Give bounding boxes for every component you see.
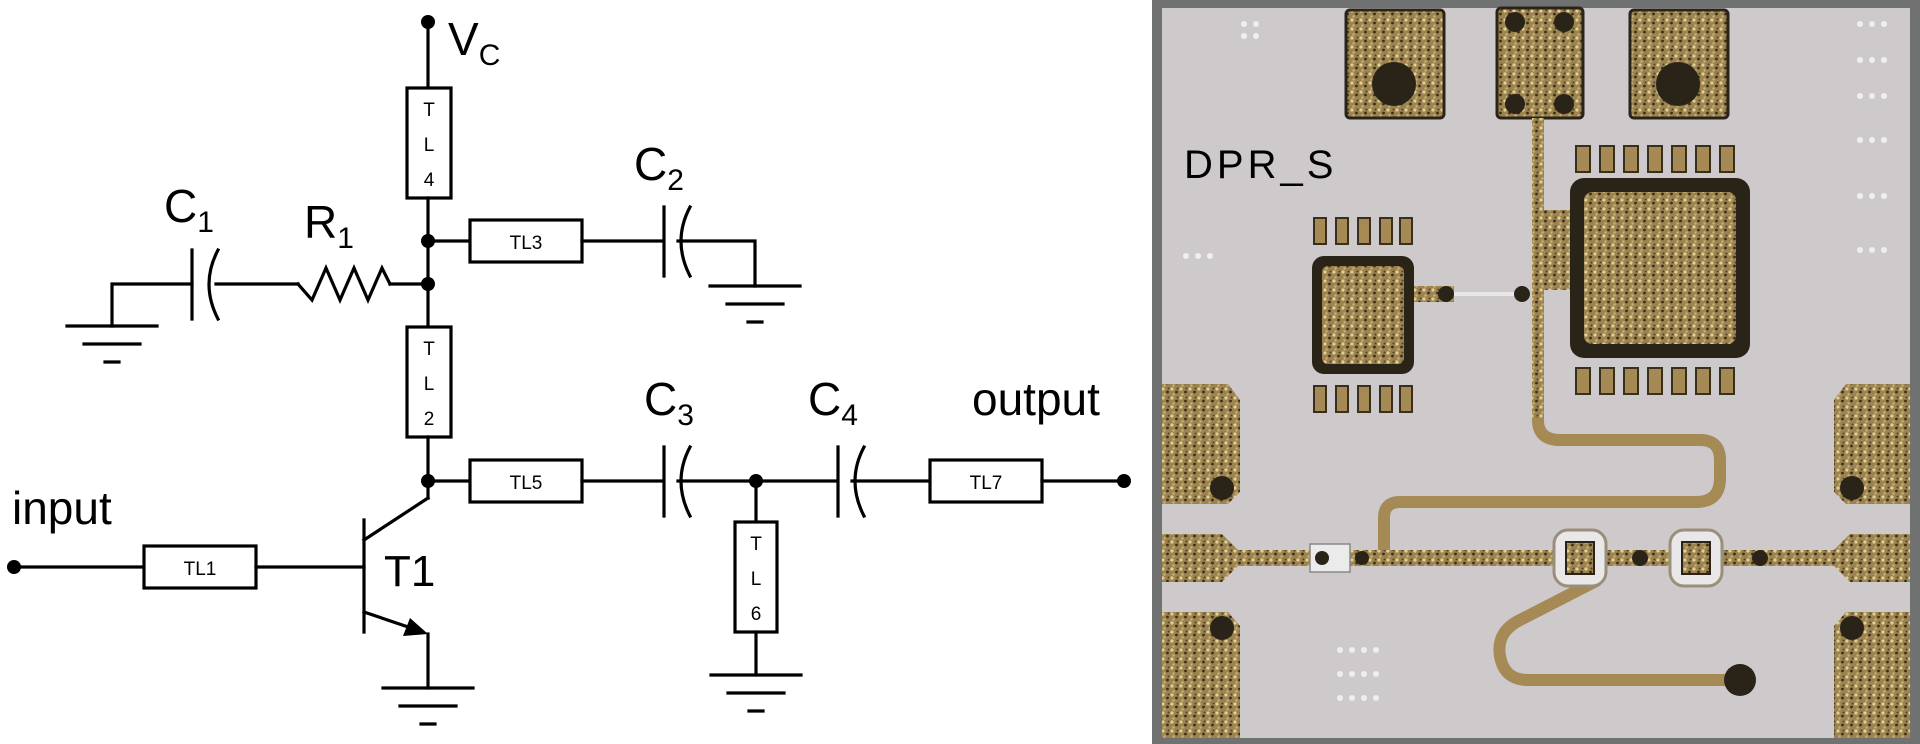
vc-label: VC — [448, 13, 500, 72]
svg-text:2: 2 — [424, 409, 435, 430]
ground-c1 — [65, 324, 159, 364]
svg-text:L: L — [751, 569, 762, 590]
capacitor-c3: C3 — [644, 373, 694, 519]
capacitor-c2: C2 — [634, 138, 693, 279]
pad-right-lower — [1834, 612, 1910, 738]
chip-marking: DPR_S — [1184, 143, 1337, 187]
c4-label: C4 — [808, 373, 858, 432]
output-label: output — [972, 373, 1100, 425]
resistor-r1: R1 — [295, 196, 393, 304]
pad-rf-out — [1834, 534, 1910, 582]
tl6-line: T L 6 — [733, 520, 779, 634]
meander-line-upper — [1378, 418, 1726, 556]
pad-rf-in — [1162, 534, 1238, 582]
svg-text:TL1: TL1 — [184, 559, 217, 580]
svg-text:TL5: TL5 — [510, 473, 543, 494]
chip-micrograph: DPR_S — [1152, 0, 1920, 744]
tl2-line: T L 2 — [405, 325, 453, 439]
output-terminal — [1117, 474, 1131, 488]
capacitor-c1: C1 — [164, 180, 221, 322]
pad-left-upper — [1162, 384, 1240, 504]
svg-text:L: L — [424, 135, 435, 156]
svg-text:TL3: TL3 — [510, 233, 543, 254]
c3-label: C3 — [644, 373, 694, 432]
svg-text:T: T — [423, 100, 435, 121]
tl7-line: TL7 — [928, 458, 1044, 504]
pad-right-upper — [1834, 384, 1910, 504]
c2-label: C2 — [634, 138, 684, 197]
tl4-line: T L 4 — [405, 86, 453, 200]
meander-line-lower — [1493, 574, 1740, 686]
c1-label: C1 — [164, 180, 214, 239]
svg-text:6: 6 — [751, 604, 762, 625]
transistor-t1: T1 — [361, 495, 435, 690]
svg-text:L: L — [424, 374, 435, 395]
tl1-line: TL1 — [142, 544, 258, 590]
svg-text:TL7: TL7 — [970, 473, 1003, 494]
r1-label: R1 — [304, 196, 354, 255]
svg-text:4: 4 — [424, 170, 435, 191]
input-label: input — [12, 482, 112, 534]
ground-t1 — [381, 686, 475, 726]
ground-tl6 — [709, 673, 803, 713]
pad-left-lower — [1162, 612, 1240, 738]
capacitor-c4: C4 — [808, 373, 867, 519]
tl3-line: TL3 — [468, 218, 584, 264]
svg-text:T: T — [750, 534, 762, 555]
t1-label: T1 — [384, 547, 435, 596]
circuit-schematic: VC T L 4 TL3 C2 — [7, 13, 1131, 726]
ground-c2 — [708, 284, 802, 324]
svg-text:T: T — [423, 339, 435, 360]
tl5-line: TL5 — [468, 458, 584, 504]
